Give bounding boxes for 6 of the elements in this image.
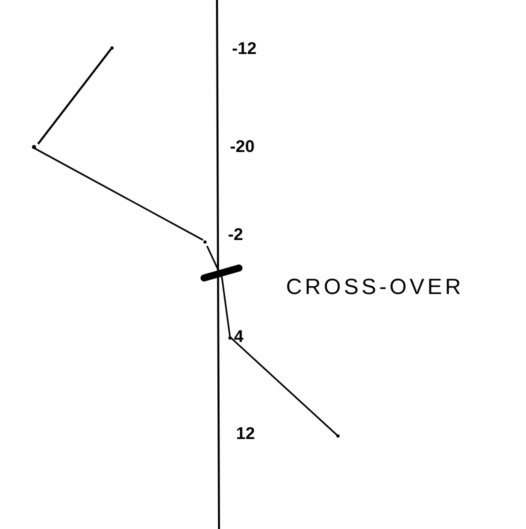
tick-label: 12 [236, 425, 255, 442]
annotation-label: CROSS-OVER [286, 276, 464, 298]
tick-label: -20 [230, 138, 255, 155]
tick-label: -2 [228, 226, 244, 243]
tick-label: 4 [234, 328, 244, 345]
tick-label: -12 [232, 40, 257, 57]
